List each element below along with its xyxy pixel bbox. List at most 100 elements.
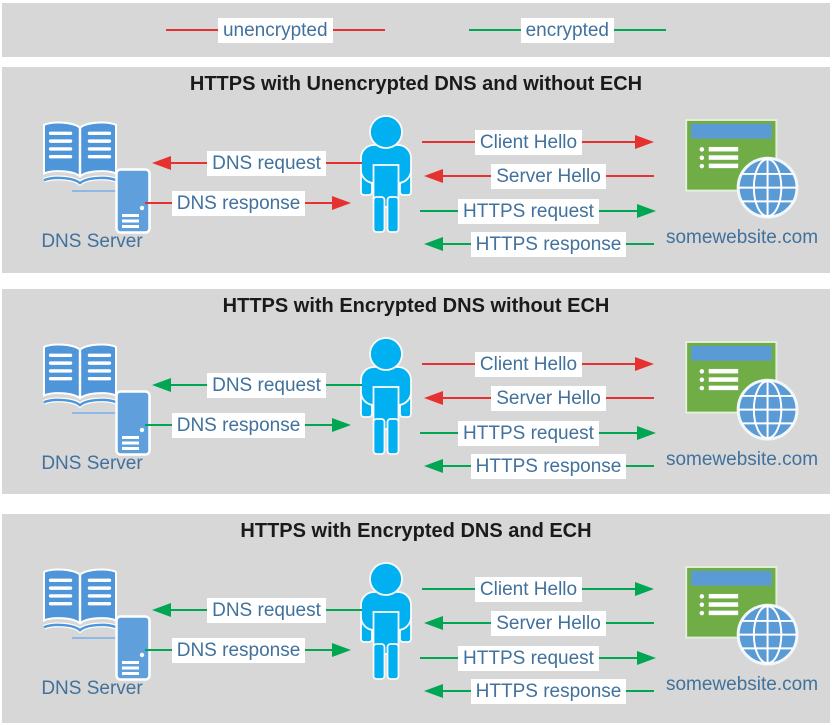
arrow-line (145, 202, 172, 204)
arrow-dns-response: DNS response (145, 637, 351, 663)
arrow-line (443, 175, 492, 177)
arrow-client-hello: Client Hello (422, 576, 654, 602)
arrow-client-hello: Client Hello (422, 351, 654, 377)
arrow-line (443, 397, 492, 399)
arrowhead-left-icon (152, 156, 171, 170)
arrow-label: Client Hello (474, 351, 583, 377)
arrow-label: DNS request (207, 597, 326, 623)
arrow-https-request: HTTPS request (420, 645, 656, 671)
arrow-label: HTTPS response (470, 231, 627, 257)
arrow-line (582, 141, 635, 143)
encrypted-line (468, 29, 521, 31)
arrow-server-hello: Server Hello (424, 163, 655, 189)
arrow-label: Server Hello (491, 610, 606, 636)
arrow-line (443, 465, 471, 467)
dns-server-label: DNS Server (41, 678, 143, 699)
arrow-line (582, 363, 635, 365)
arrow-label: HTTPS response (470, 678, 627, 704)
arrow-server-hello: Server Hello (424, 610, 655, 636)
arrow-line (145, 424, 172, 426)
website-icon (685, 119, 807, 221)
arrowhead-right-icon (332, 418, 351, 432)
arrow-line (422, 363, 475, 365)
arrow-line (420, 210, 459, 212)
panel-title: HTTPS with Unencrypted DNS and without E… (189, 73, 643, 95)
arrow-line (598, 432, 637, 434)
arrowhead-left-icon (424, 684, 443, 698)
arrow-line (305, 424, 332, 426)
arrowhead-right-icon (637, 204, 656, 218)
dns-server-tower-icon (115, 168, 151, 234)
arrow-label: DNS response (171, 412, 306, 438)
book-server-connector (72, 412, 118, 414)
arrow-line (171, 162, 208, 164)
panel-encrypted-dns-and-ech: HTTPS with Encrypted DNS and ECH (2, 514, 830, 723)
arrowhead-right-icon (635, 135, 654, 149)
arrow-https-request: HTTPS request (420, 198, 656, 224)
arrow-https-request: HTTPS request (420, 420, 656, 446)
arrow-line (325, 384, 362, 386)
dns-server-label: DNS Server (41, 231, 143, 252)
arrow-https-response: HTTPS response (424, 453, 655, 479)
arrow-https-response: HTTPS response (424, 231, 655, 257)
legend: unencrypted encrypted (2, 3, 830, 57)
legend-item-unencrypted: unencrypted (165, 17, 385, 43)
book-server-connector (72, 637, 118, 639)
arrow-line (605, 622, 655, 624)
arrow-dns-response: DNS response (145, 412, 351, 438)
panel-title: HTTPS with Encrypted DNS without ECH (222, 295, 610, 317)
arrow-label: HTTPS request (458, 198, 599, 224)
arrow-label: HTTPS response (470, 453, 627, 479)
arrow-line (626, 243, 655, 245)
arrow-dns-request: DNS request (152, 150, 362, 176)
arrow-line (443, 622, 492, 624)
arrow-line (443, 243, 471, 245)
arrow-server-hello: Server Hello (424, 385, 655, 411)
arrow-line (145, 649, 172, 651)
arrow-label: HTTPS request (458, 645, 599, 671)
arrow-label: Client Hello (474, 576, 583, 602)
arrowhead-right-icon (635, 582, 654, 596)
arrow-label: DNS request (207, 372, 326, 398)
arrow-line (598, 210, 637, 212)
dns-server-label: DNS Server (41, 453, 143, 474)
arrow-line (171, 384, 208, 386)
arrow-label: Client Hello (474, 129, 583, 155)
panel-unencrypted-dns-without-ech: HTTPS with Unencrypted DNS and without E… (2, 67, 830, 273)
user-icon (352, 562, 420, 680)
website-label: somewebsite.com (665, 449, 819, 470)
arrow-line (582, 588, 635, 590)
user-icon (352, 337, 420, 455)
arrowhead-right-icon (332, 196, 351, 210)
arrowhead-left-icon (152, 603, 171, 617)
unencrypted-line (332, 29, 385, 31)
arrow-line (422, 588, 475, 590)
arrowhead-left-icon (424, 459, 443, 473)
arrow-line (598, 657, 637, 659)
arrowhead-left-icon (424, 237, 443, 251)
arrow-line (626, 465, 655, 467)
dns-book-icon (39, 566, 121, 636)
arrow-label: Server Hello (491, 385, 606, 411)
legend-label-encrypted: encrypted (520, 17, 615, 43)
arrow-label: DNS response (171, 637, 306, 663)
dns-book-icon (39, 119, 121, 189)
arrowhead-right-icon (637, 651, 656, 665)
arrow-line (325, 609, 362, 611)
website-icon (685, 341, 807, 443)
dns-book-icon (39, 341, 121, 411)
arrow-label: Server Hello (491, 163, 606, 189)
arrow-line (305, 649, 332, 651)
arrow-line (171, 609, 208, 611)
panel-encrypted-dns-without-ech: HTTPS with Encrypted DNS without ECH (2, 289, 830, 494)
unencrypted-line (165, 29, 218, 31)
book-server-connector (72, 190, 118, 192)
dns-ech-diagram: unencrypted encrypted HTTPS with Unencry… (0, 3, 832, 723)
arrowhead-left-icon (424, 169, 443, 183)
arrow-client-hello: Client Hello (422, 129, 654, 155)
arrow-dns-request: DNS request (152, 597, 362, 623)
arrow-line (420, 657, 459, 659)
arrowhead-left-icon (152, 378, 171, 392)
arrow-https-response: HTTPS response (424, 678, 655, 704)
website-label: somewebsite.com (665, 227, 819, 248)
